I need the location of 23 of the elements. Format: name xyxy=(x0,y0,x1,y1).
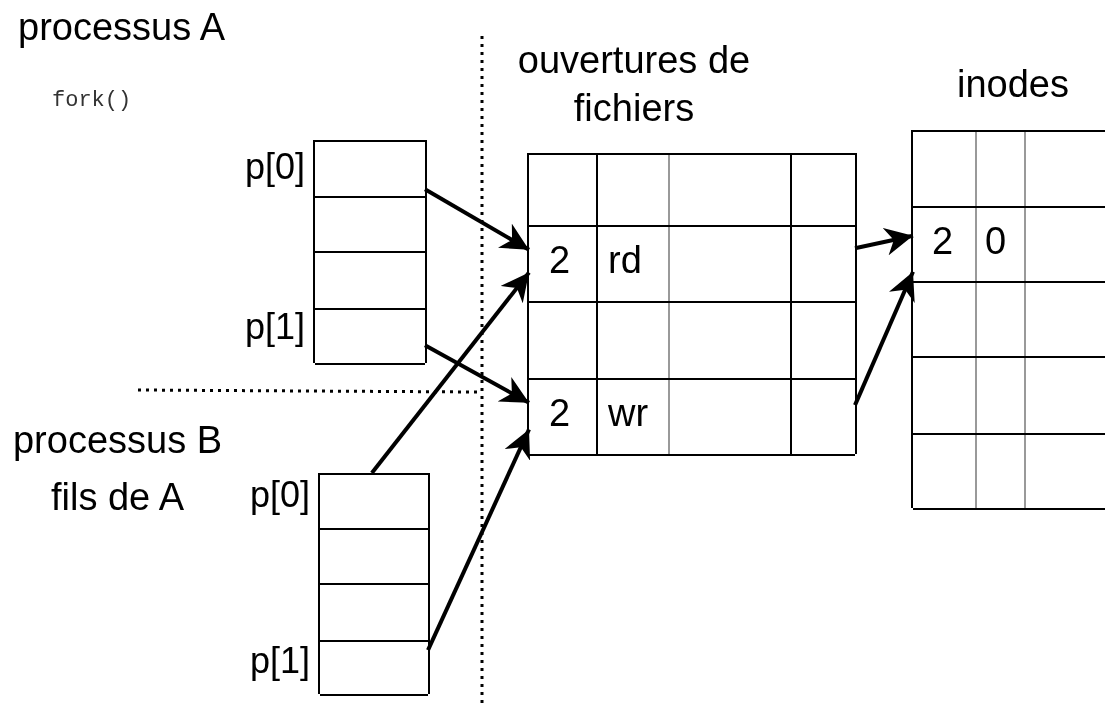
cell-value: 2 xyxy=(549,392,571,435)
descriptor-label: p[1] xyxy=(249,640,310,682)
process-heading: processus B fils de A xyxy=(11,418,224,520)
descriptor-label: p[0] xyxy=(244,146,305,188)
arrow xyxy=(426,428,531,651)
cell-value: 2 xyxy=(932,220,954,263)
code-text: fork() xyxy=(52,88,132,113)
arrow xyxy=(370,271,531,475)
table-heading: ouvertures de fichiers xyxy=(516,38,752,131)
cell-value: wr xyxy=(608,392,649,435)
descriptor-label: p[0] xyxy=(249,474,310,516)
cell-value: rd xyxy=(608,239,642,282)
descriptor-label: p[1] xyxy=(244,306,305,348)
arrow xyxy=(853,270,915,406)
cell-value: 0 xyxy=(985,220,1007,263)
arrow xyxy=(424,187,530,252)
cell-value: 2 xyxy=(549,239,571,282)
process-heading: processus A xyxy=(18,6,225,49)
table-heading: inodes xyxy=(956,62,1070,107)
table-box xyxy=(313,140,427,363)
table-box xyxy=(318,473,430,694)
arrow xyxy=(854,228,914,256)
arrow xyxy=(424,343,530,405)
